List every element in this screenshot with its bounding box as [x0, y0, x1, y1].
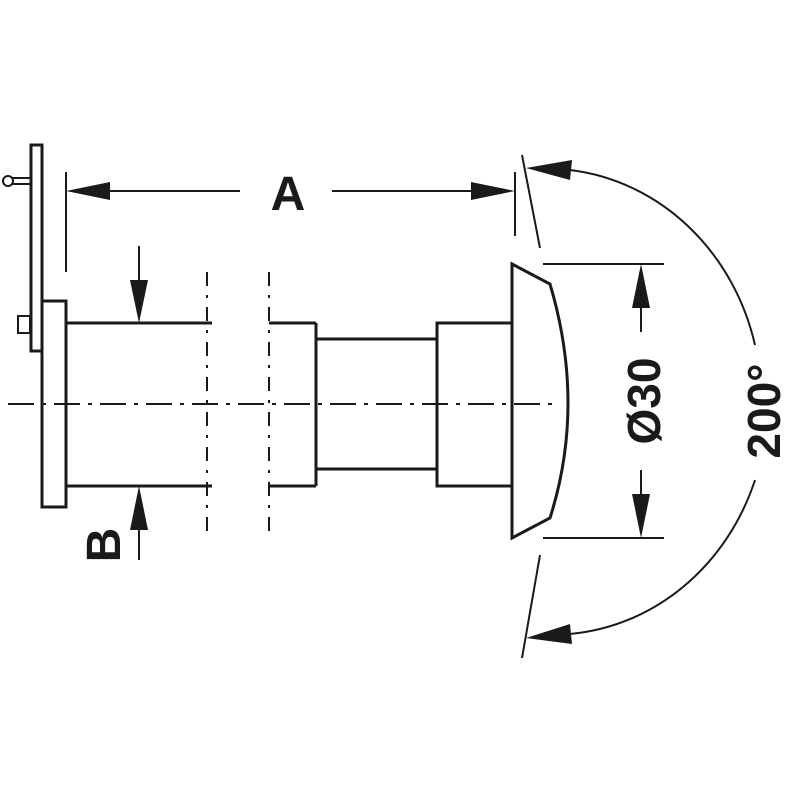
arrow-angle-bottom — [526, 624, 572, 644]
arrow-d-top — [632, 264, 650, 308]
arrow-d-bottom — [632, 494, 650, 538]
dimension-angle: 200° — [521, 154, 790, 659]
lens-head — [510, 261, 570, 541]
door-plate — [2, 143, 44, 353]
label-diameter: Ø30 — [618, 358, 670, 445]
sleeve-left — [66, 321, 212, 488]
dimension-b: B — [78, 246, 148, 562]
dimension-diameter: Ø30 — [543, 263, 670, 539]
label-b: B — [78, 528, 131, 563]
label-a: A — [271, 168, 306, 221]
arrow-angle-top — [526, 160, 572, 180]
arrow-a-left — [66, 182, 110, 200]
arrow-a-right — [471, 182, 515, 200]
label-angle: 200° — [738, 363, 790, 458]
arrow-b-bottom — [130, 486, 148, 530]
dimension-a: A — [65, 168, 516, 272]
arrow-b-top — [130, 280, 148, 323]
